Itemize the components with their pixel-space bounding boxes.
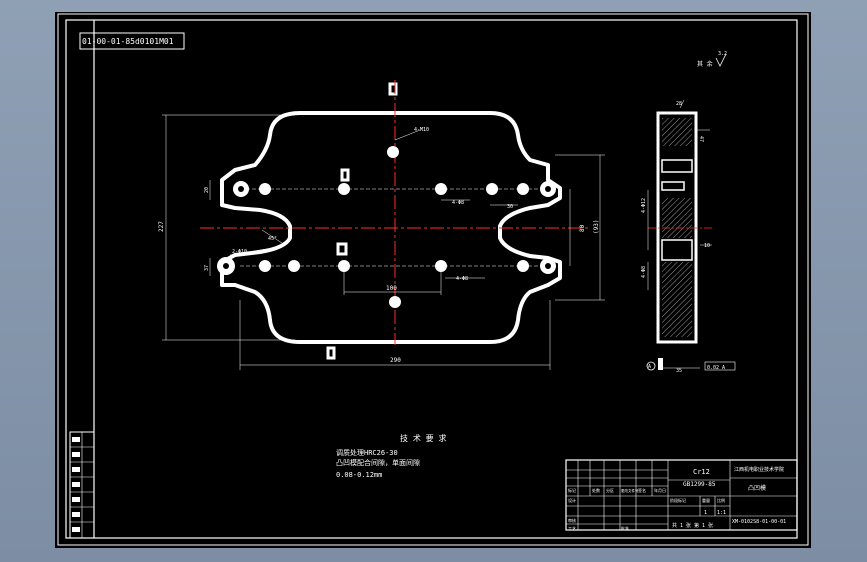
inner-frame bbox=[65, 19, 798, 539]
roughness-symbol bbox=[715, 53, 727, 67]
sheets: 共 1 张 第 1 张 bbox=[672, 522, 713, 529]
outer-border bbox=[57, 13, 809, 546]
dim-angle: 45° bbox=[268, 236, 277, 242]
hole bbox=[435, 260, 447, 272]
count: 1 bbox=[704, 510, 707, 516]
hole bbox=[517, 183, 529, 195]
row-label-zone: 分区 bbox=[606, 487, 614, 493]
role-process: 工艺 bbox=[568, 526, 576, 531]
hole bbox=[338, 183, 350, 195]
tolerance-frame bbox=[704, 361, 736, 371]
row-label-date: 年月日 bbox=[654, 487, 666, 493]
role-approve: 批准 bbox=[621, 525, 629, 531]
holes bbox=[259, 146, 529, 308]
dim-80: 80 bbox=[579, 224, 586, 232]
role-design: 设计 bbox=[568, 497, 576, 503]
dim-20: 20 bbox=[204, 187, 210, 193]
slot-mark-top2 bbox=[388, 82, 398, 96]
surface-value: 3.2 bbox=[718, 51, 727, 57]
title-block-frame bbox=[565, 459, 798, 531]
title-block: Cr12 GB1299-85 江西机电职业技术学院 凸凹模 XM-0102S8-… bbox=[565, 459, 798, 531]
scale-label: 比例 bbox=[717, 497, 725, 503]
surface-note: 其 余 bbox=[697, 60, 713, 68]
row-label-count: 处数 bbox=[592, 487, 600, 493]
hole bbox=[259, 183, 271, 195]
dim-47: 47 bbox=[698, 136, 704, 142]
tech-line-2: 凸凹模配合间隙，单面间隙 bbox=[336, 458, 420, 467]
dim-28: 28 bbox=[676, 101, 682, 107]
part-name: 凸凹模 bbox=[748, 484, 766, 492]
slot-mark-base bbox=[326, 346, 336, 360]
hole bbox=[387, 146, 399, 158]
hole bbox=[288, 260, 300, 272]
dim-10: 10 bbox=[704, 243, 710, 249]
dim-37: 37 bbox=[204, 265, 210, 271]
tech-requirements: 技 术 要 求 调质处理HRC26-30 凸凹模配合间隙，单面间隙 0.08-0… bbox=[336, 433, 446, 479]
row-label-mark: 标记 bbox=[568, 487, 576, 493]
dim-35: 35 bbox=[676, 368, 682, 374]
label-4m10: 4-M10 bbox=[414, 127, 429, 133]
hole bbox=[338, 260, 350, 272]
dim-290: 290 bbox=[390, 357, 401, 364]
section-hatch bbox=[662, 262, 692, 337]
tech-line-3: 0.08-0.12mm bbox=[336, 471, 382, 479]
dim-100: 100 bbox=[386, 285, 397, 292]
hole bbox=[389, 296, 401, 308]
side-view: 35 4-Φ12 4-Φ8 10 28 47 0.02 A A bbox=[641, 99, 736, 374]
label-2phi10: 2-Φ10 bbox=[232, 249, 247, 255]
material: Cr12 bbox=[693, 468, 710, 476]
dim-93: (93) bbox=[593, 220, 600, 234]
datum-label: A bbox=[648, 364, 651, 370]
dim-30: 30 bbox=[507, 204, 513, 210]
plan-view: 227 290 100 80 (93) 4-M10 4-Φ8 4-Φ8 2-Φ1… bbox=[158, 80, 605, 370]
datum-circle bbox=[646, 361, 656, 371]
hole bbox=[486, 183, 498, 195]
slot-mark-bottom bbox=[336, 242, 348, 256]
side-outline bbox=[656, 111, 698, 344]
section-hatch bbox=[662, 118, 692, 146]
school-name: 江西机电职业技术学院 bbox=[734, 466, 784, 473]
drawing-number: XM-0102S8-01-00-01 bbox=[732, 519, 786, 525]
hole bbox=[517, 260, 529, 272]
dim-227: 227 bbox=[158, 221, 165, 232]
outer-profile bbox=[220, 111, 562, 344]
label-4phi8-b: 4-Φ8 bbox=[456, 276, 468, 282]
row-label-sign: 签名 bbox=[638, 487, 646, 493]
stage-label: 阶段标记 bbox=[670, 497, 686, 503]
slot-mark-top bbox=[340, 168, 350, 182]
hole bbox=[259, 260, 271, 272]
section-hatch bbox=[662, 198, 692, 238]
tech-line-1: 调质处理HRC26-30 bbox=[336, 448, 398, 457]
row-label-doc: 更改文件号 bbox=[621, 488, 639, 493]
tolerance-value: 0.02 A bbox=[707, 365, 725, 371]
drawing-code-tl: 01-00-01-85d0101M01 bbox=[82, 37, 174, 46]
standard: GB1299-85 bbox=[683, 481, 716, 488]
dim-4phi8-side: 4-Φ8 bbox=[641, 266, 647, 278]
label-4phi8: 4-Φ8 bbox=[452, 200, 464, 206]
tech-title: 技 术 要 求 bbox=[400, 433, 446, 443]
role-review: 审核 bbox=[568, 517, 576, 523]
dim-4phi12: 4-Φ12 bbox=[641, 198, 647, 213]
left-registration-block bbox=[69, 431, 95, 539]
scale: 1:1 bbox=[717, 510, 726, 516]
weight-label: 重量 bbox=[702, 497, 710, 503]
hole bbox=[435, 183, 447, 195]
